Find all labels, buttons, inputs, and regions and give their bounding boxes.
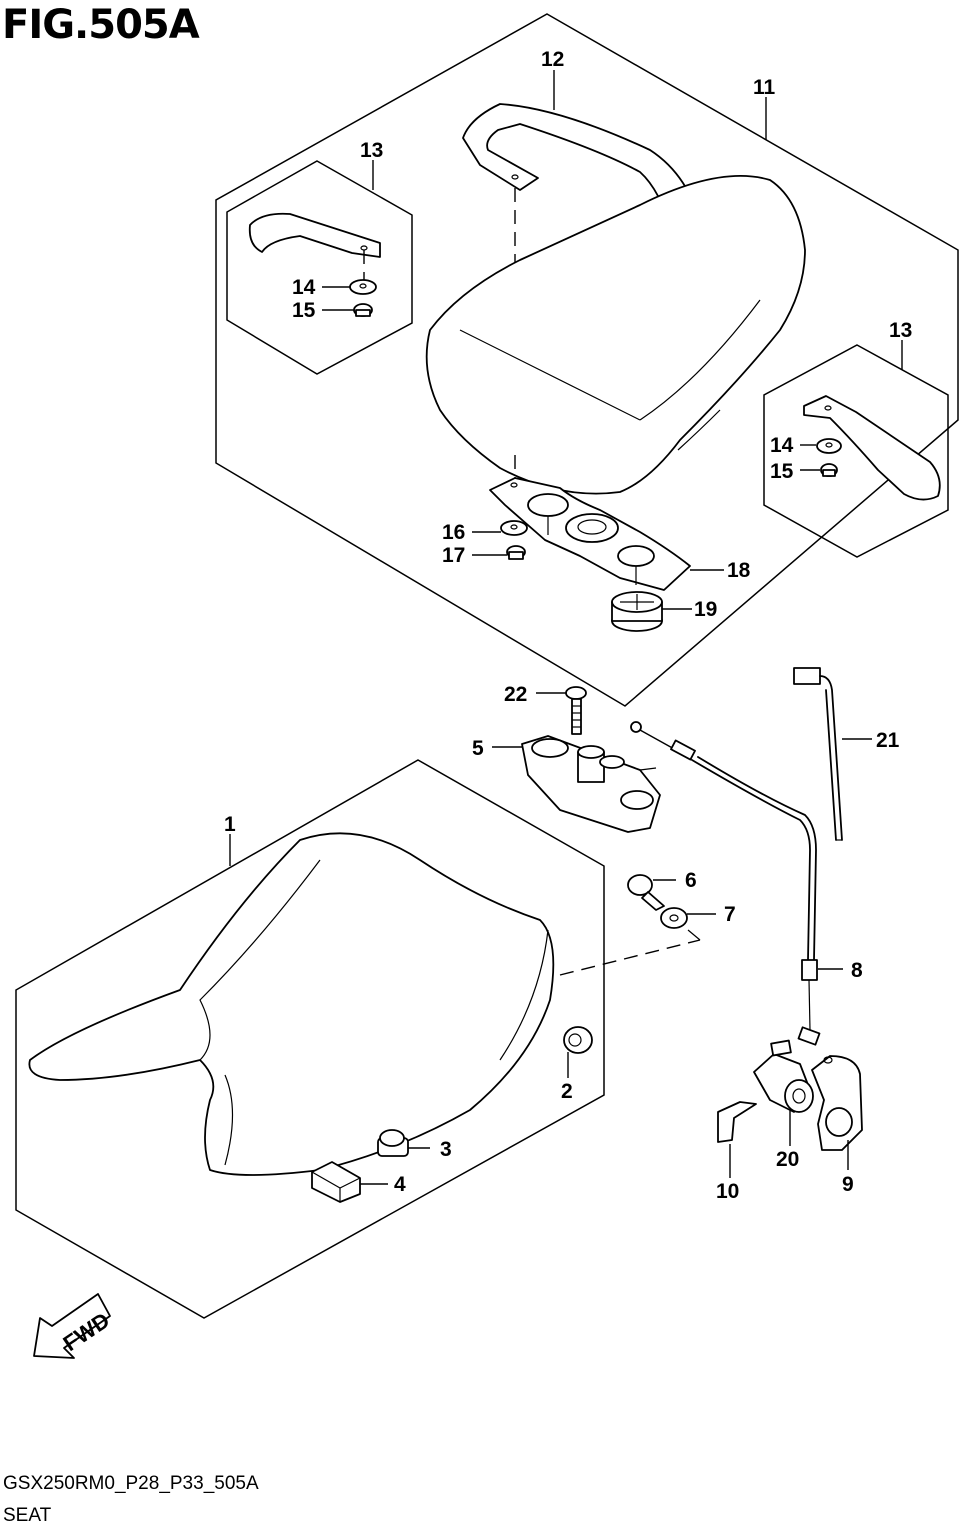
front-seat-group-frame — [15, 759, 605, 1319]
nut-left — [353, 303, 373, 317]
callout-10: 10 — [716, 1180, 739, 1203]
callout-13-right: 13 — [889, 319, 912, 342]
seat-mount-plate — [489, 455, 691, 591]
callout-15-left: 15 — [292, 299, 316, 322]
seat-strap-box-left — [226, 160, 413, 375]
callout-9: 9 — [842, 1173, 854, 1196]
callout-20: 20 — [776, 1148, 799, 1171]
callout-16: 16 — [442, 521, 465, 544]
callout-11: 11 — [753, 76, 776, 99]
seat-lock-housing-9 — [811, 1055, 863, 1151]
callout-21: 21 — [876, 729, 900, 752]
nut-right — [820, 463, 838, 477]
callout-22: 22 — [504, 683, 527, 706]
callout-17: 17 — [442, 544, 465, 567]
callout-19: 19 — [694, 598, 717, 621]
callout-14-left: 14 — [292, 276, 316, 299]
block-4 — [311, 1161, 361, 1203]
callout-1: 1 — [224, 813, 236, 836]
callout-7: 7 — [724, 903, 736, 926]
seat-strap-left — [248, 212, 381, 282]
callout-14-right: 14 — [770, 434, 794, 457]
seat-strap-right — [803, 395, 941, 501]
callout-3: 3 — [440, 1138, 452, 1161]
figure-title: FIG.505A — [2, 2, 200, 48]
seat-lock-bracket — [521, 735, 661, 833]
bolt-6 — [627, 874, 665, 911]
leader-lines — [229, 70, 903, 1185]
rubber-cushion-19 — [611, 591, 663, 632]
callout-15-right: 15 — [770, 460, 794, 483]
lock-cylinder-20 — [753, 1039, 814, 1113]
rear-seat-cushion — [425, 175, 806, 495]
callout-12: 12 — [541, 48, 564, 71]
lock-clip-10 — [717, 1101, 757, 1143]
washer-7 — [660, 907, 688, 929]
callout-6: 6 — [685, 869, 697, 892]
washer-16 — [500, 520, 528, 536]
wire-21 — [793, 667, 843, 841]
rear-seat-group-frame — [215, 13, 959, 707]
washer-right — [816, 438, 842, 454]
screw-22 — [565, 686, 587, 735]
grommet-2 — [563, 1026, 593, 1054]
callouts: 12 11 13 13 14 15 14 15 16 17 18 19 22 5… — [224, 48, 912, 1203]
figure-code: GSX250RM0_P28_P33_505A — [3, 1473, 259, 1494]
mount-line-tip — [687, 929, 701, 941]
front-seat-cushion — [28, 832, 555, 1176]
figure-name: SEAT — [3, 1505, 52, 1526]
callout-2: 2 — [561, 1080, 573, 1103]
seat-strap-box-right — [763, 344, 949, 558]
callout-13-left: 13 — [360, 139, 383, 162]
cushion-3 — [377, 1129, 409, 1157]
callout-4: 4 — [394, 1173, 406, 1196]
forward-arrow-icon: FWD — [33, 1293, 114, 1359]
seat-lock-cable — [630, 721, 821, 1046]
callout-18: 18 — [727, 559, 751, 582]
washer-left — [349, 279, 377, 295]
callout-5: 5 — [472, 737, 484, 760]
nut-17 — [506, 545, 526, 560]
callout-8: 8 — [851, 959, 863, 982]
mount-line — [559, 939, 701, 976]
